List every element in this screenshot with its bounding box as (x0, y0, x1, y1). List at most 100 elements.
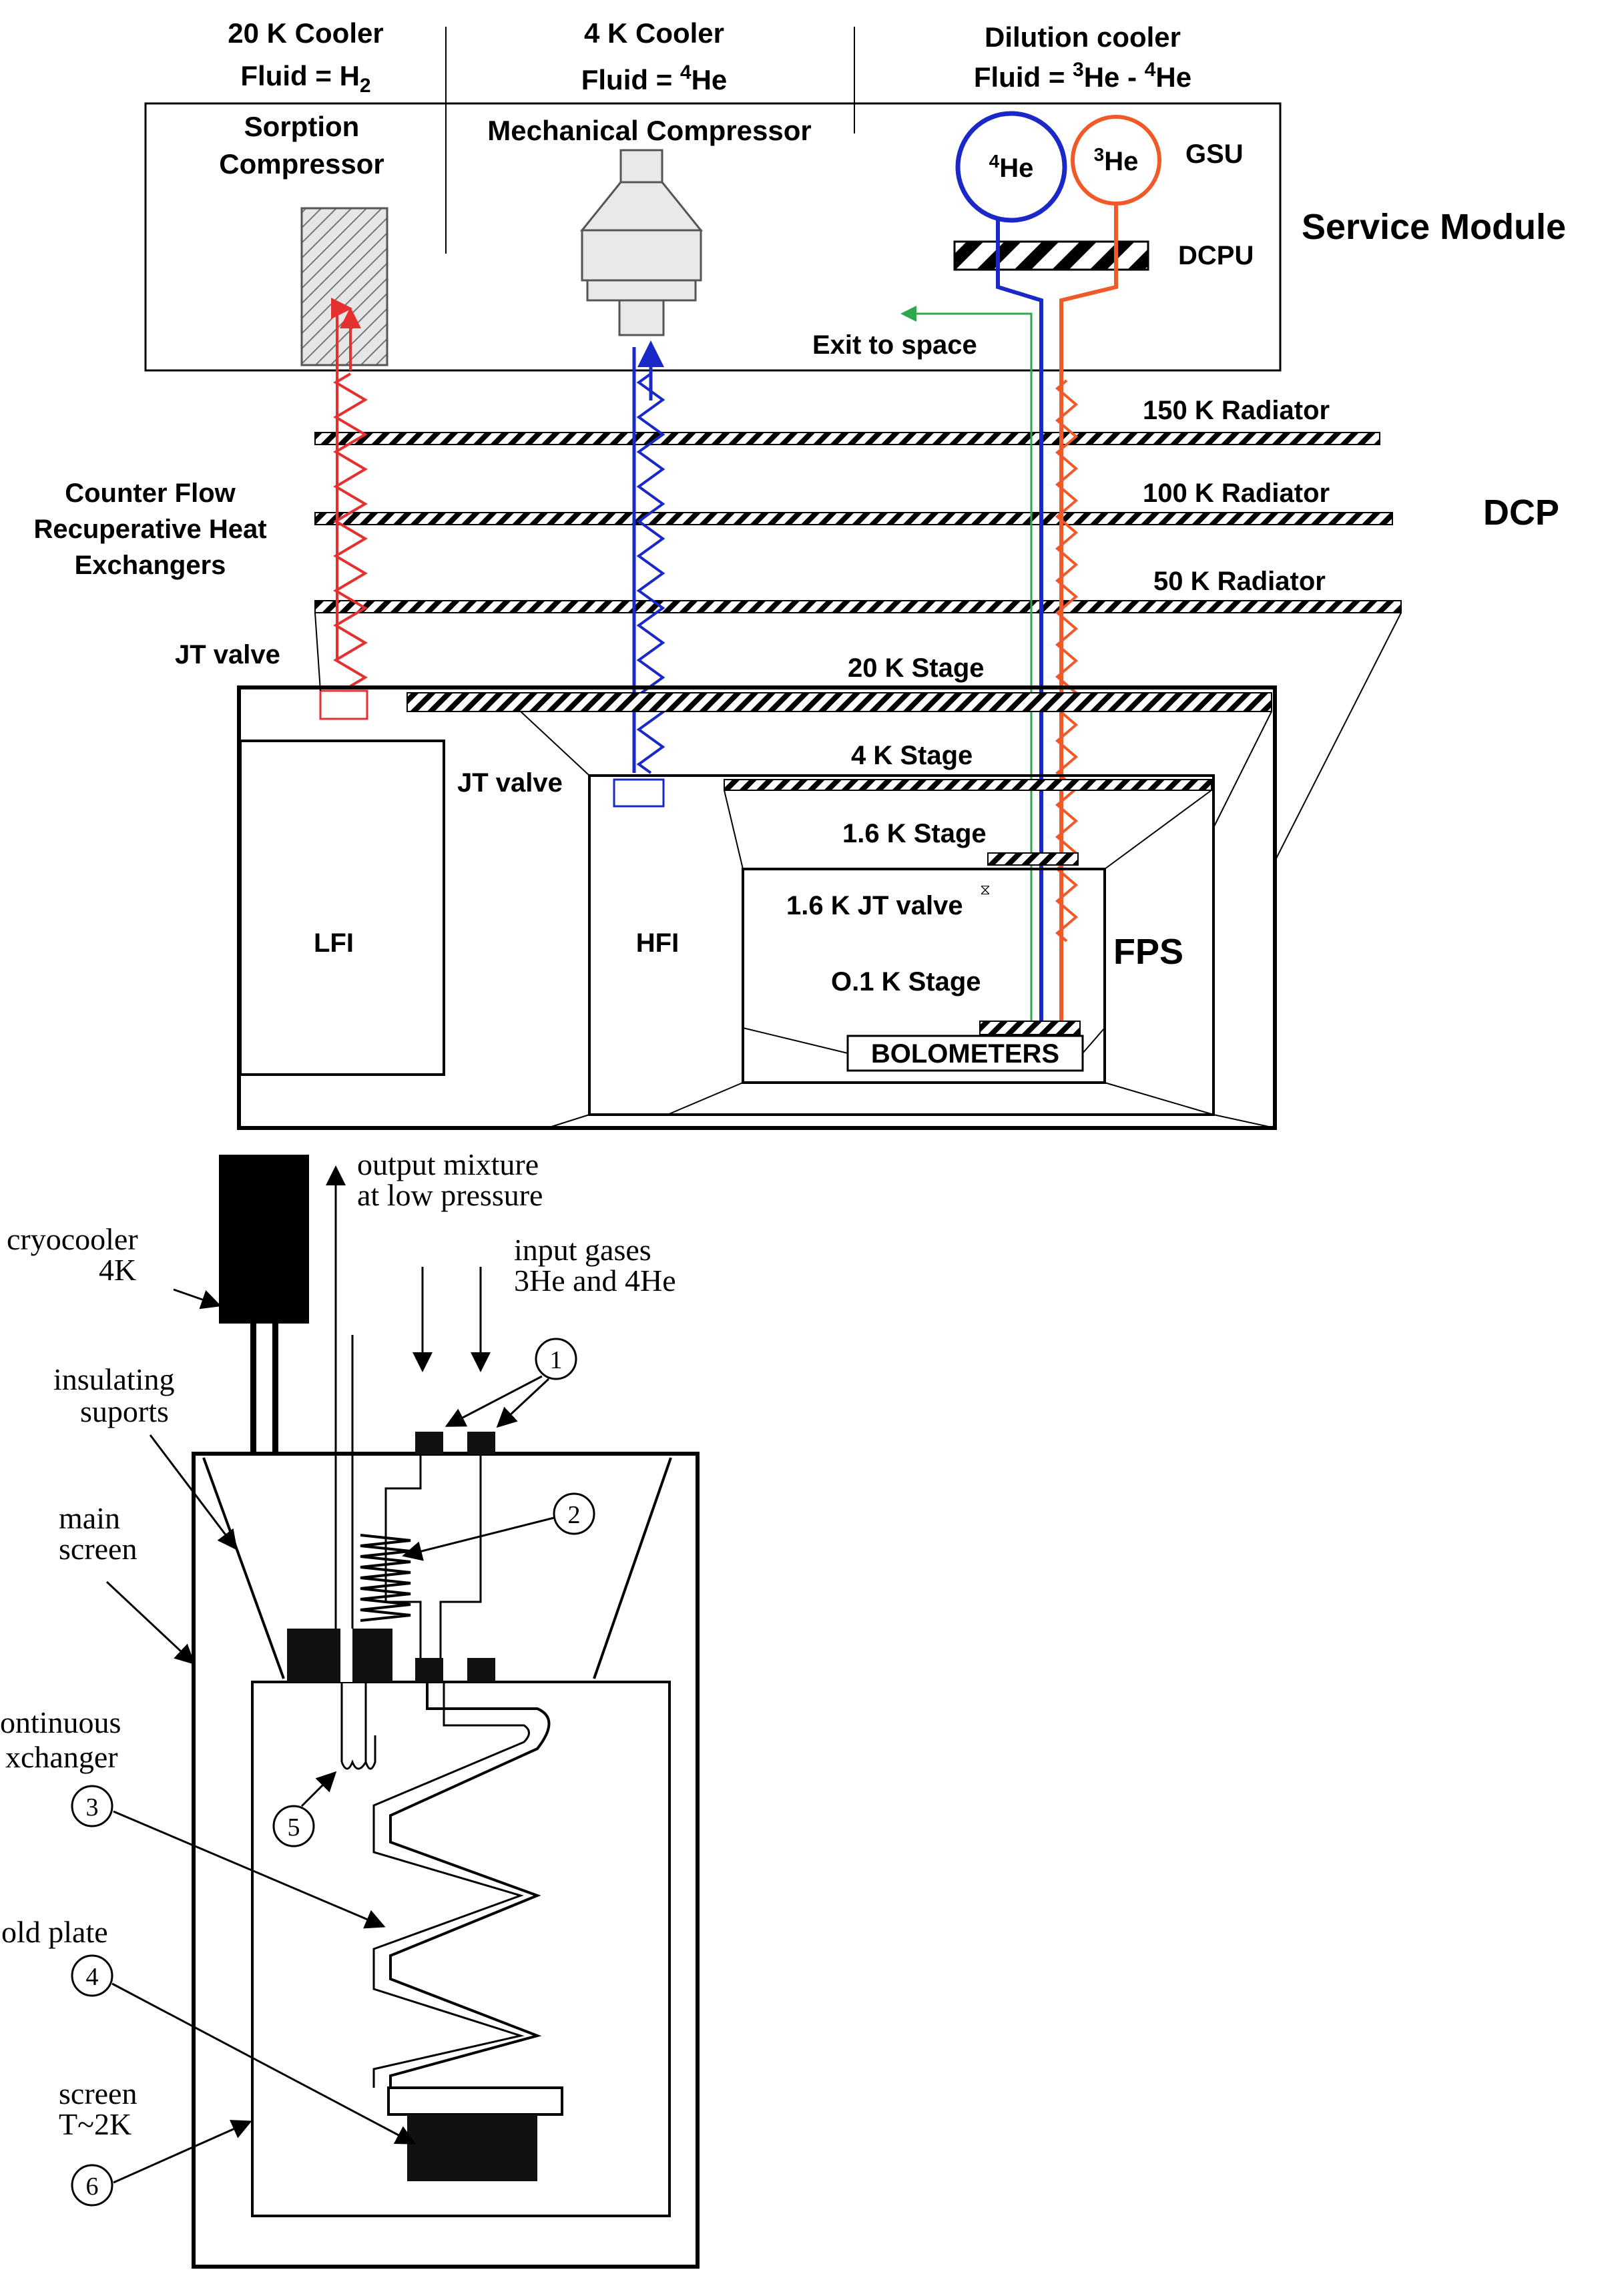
bolometers-label: BOLOMETERS (871, 1039, 1059, 1069)
cryocooler-support-right (272, 1324, 278, 1454)
radiator-100k-label: 100 K Radiator (1143, 479, 1330, 508)
col2-title: 4 K Cooler (584, 17, 724, 49)
connector-bottom-1 (415, 1658, 443, 1682)
continuous-exchanger (389, 1682, 551, 2097)
coil-exchanger (360, 1534, 411, 1622)
pipe-1 (384, 1455, 422, 1658)
dcpu-plate (953, 240, 1149, 271)
callout-3-arrow (113, 1810, 386, 1929)
lfi-label: LFI (314, 928, 354, 958)
cryocooler-arrow (173, 1288, 222, 1310)
dilution-heat-exchanger (1055, 379, 1079, 942)
exit-to-space-label: Exit to space (812, 330, 977, 360)
insulating-support-right (593, 1457, 672, 1679)
sorption-label-2: Compressor (219, 148, 384, 180)
hfi-label: HFI (636, 928, 679, 958)
jt16-label: 1.6 K JT valve (786, 891, 963, 920)
dilution-orange-line (1059, 204, 1118, 1021)
radiator-150k (314, 432, 1380, 445)
main-screen-label-2: screen (59, 1532, 137, 1566)
exchanger-bottom-plate (387, 2086, 563, 2116)
counter-flow-label-3: Exchangers (75, 551, 226, 580)
stage-20k-plate (407, 692, 1272, 712)
radiator-100k (314, 512, 1393, 525)
he4-tank (955, 111, 1067, 223)
red-heat-exchanger (333, 372, 368, 687)
mechanical-compressor-label: Mechanical Compressor (487, 115, 812, 146)
perspective-lines (314, 612, 1402, 1129)
stage-16k-label: 1.6 K Stage (842, 819, 987, 848)
he4-tank-label: 4He (989, 151, 1034, 183)
main-screen-arrow (105, 1581, 196, 1665)
jt-valve-label-4k: JT valve (457, 768, 563, 798)
sorption-label: Sorption (244, 111, 360, 142)
svg-text:5: 5 (288, 1813, 300, 1841)
radiator-150k-label: 150 K Radiator (1143, 396, 1330, 425)
callout-1-arrow-b (496, 1378, 550, 1428)
col1-title: 20 K Cooler (228, 17, 383, 49)
screen-label-2: T~2K (59, 2107, 131, 2141)
jt16-valve-icon: ⧖ (980, 882, 990, 898)
he3-tank-label: 3He (1094, 144, 1139, 176)
callout-1-arrow-a (445, 1375, 543, 1427)
continuous-exchanger-label: ontinuous (0, 1705, 121, 1739)
cryocooler-block (219, 1155, 309, 1324)
sorption-compressor (300, 207, 388, 366)
main-screen-box (192, 1452, 700, 2269)
main-screen-label: main (59, 1501, 120, 1535)
callout-2-arrow (402, 1516, 555, 1561)
lfi-box (239, 740, 445, 1076)
callout-1: 1 (535, 1338, 577, 1380)
mechanical-compressor-icon (579, 149, 704, 336)
jt-valve-label-20k: JT valve (175, 640, 280, 669)
cold-plate-label: old plate (1, 1915, 108, 1949)
callout-5-arrow (300, 1771, 337, 1807)
connector-top-1 (415, 1432, 443, 1454)
exit-line (900, 306, 1033, 427)
connector-bottom-2 (467, 1658, 495, 1682)
stage-01k-plate (979, 1021, 1081, 1035)
counter-flow-label-2: Recuperative Heat (33, 515, 266, 544)
input-label-2: 3He and 4He (514, 1263, 676, 1298)
fps-label: FPS (1113, 932, 1183, 972)
svg-text:3: 3 (86, 1793, 99, 1821)
gsu-label: GSU (1185, 139, 1244, 169)
cryocooler-label-2: 4K (99, 1253, 136, 1287)
col3-title: Dilution cooler (985, 21, 1181, 53)
mixing-chamber-loops (340, 1759, 367, 1770)
svg-text:6: 6 (86, 2173, 99, 2201)
callout-4-arrow (111, 1982, 417, 2145)
hfi-box (588, 774, 1215, 1116)
block-left (287, 1629, 392, 1682)
insulating-label-2: suports (80, 1394, 169, 1428)
jt-valve-20k (319, 689, 368, 720)
output-label-2: at low pressure (357, 1178, 543, 1212)
insulating-support-left (202, 1457, 285, 1679)
stage-4k-plate (724, 779, 1212, 791)
pipe-2 (439, 1455, 482, 1658)
col2-fluid: Fluid = 4He (581, 61, 728, 95)
svg-text:4: 4 (86, 1963, 99, 1991)
fps-outer-box (237, 685, 1277, 1130)
col3-fluid: Fluid = 3He - 4He (974, 59, 1191, 93)
callout-2: 2 (553, 1492, 595, 1535)
fps-inner-box (742, 868, 1106, 1084)
col1-fluid: Fluid = H2 (240, 60, 370, 97)
callout-6: 6 (71, 2164, 113, 2207)
mixing-chamber (340, 1682, 376, 1770)
callout-5: 5 (272, 1805, 315, 1847)
input-label: input gases (514, 1233, 651, 1267)
insulating-label: insulating (53, 1362, 174, 1396)
continuous-exchanger-inner (372, 1682, 530, 2088)
output-label: output mixture (357, 1147, 539, 1181)
stage-4k-label: 4 K Stage (851, 741, 973, 770)
stage-01k-label: O.1 K Stage (831, 967, 981, 996)
jt-valve-4k (613, 778, 665, 808)
callout-6-arrow (113, 2120, 252, 2184)
continuous-exchanger-label-2: xchanger (5, 1740, 118, 1774)
callout-4: 4 (71, 1954, 113, 1997)
cold-plate (407, 2114, 537, 2181)
insulating-arrow (149, 1434, 238, 1550)
counter-flow-label: Counter Flow (65, 479, 236, 508)
